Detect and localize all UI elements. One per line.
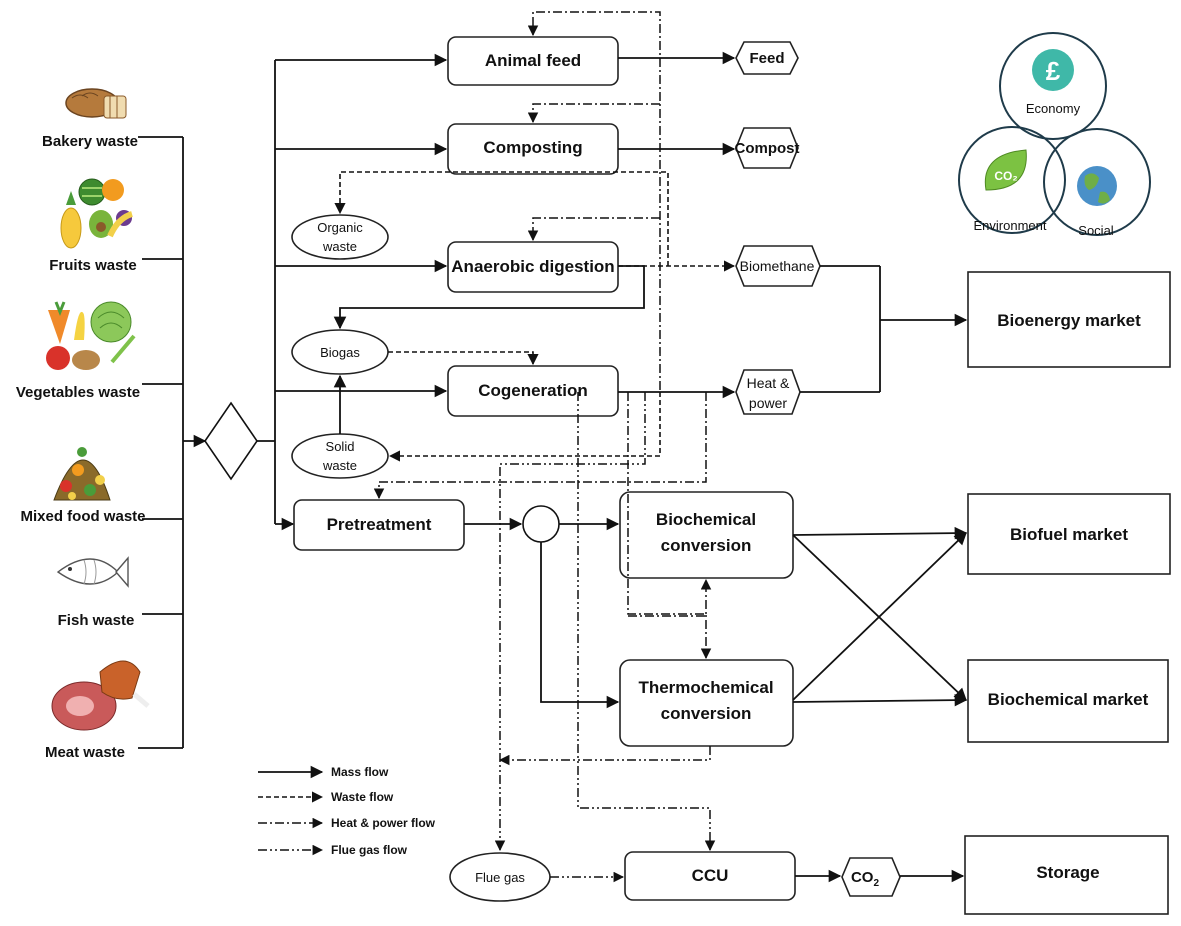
feed-hexagon (735, 41, 799, 75)
flue-gas-label: Flue gas (475, 870, 525, 885)
environment-label: Environment (974, 218, 1047, 233)
anaerobic-digestion-label: Anaerobic digestion (451, 257, 614, 276)
storage-label: Storage (1036, 863, 1099, 882)
fruits-icon (60, 178, 133, 249)
pretreatment-label: Pretreatment (327, 515, 432, 534)
cogeneration-label: Cogeneration (478, 381, 588, 400)
biochemical-market-label: Biochemical market (988, 690, 1149, 709)
mixed-food-icon (53, 447, 111, 501)
ccu-label: CCU (692, 866, 729, 885)
vegetables-icon (46, 301, 136, 370)
legend-mass-label: Mass flow (331, 765, 389, 779)
biofuel-market-box (967, 493, 1171, 575)
biochemical-conversion-label-1: Biochemical (656, 510, 756, 529)
decision-diamond (204, 401, 258, 481)
economy-label: Economy (1026, 101, 1081, 116)
legend-heat-label: Heat & power flow (331, 816, 436, 830)
input-label-mixed: Mixed food waste (20, 508, 145, 525)
bread-icon (65, 88, 127, 119)
mixing-node (522, 505, 560, 543)
organic-waste-ellipse (291, 214, 389, 260)
compost-hexagon (735, 127, 799, 169)
pretreatment-box (293, 499, 465, 551)
social-label: Social (1078, 223, 1114, 238)
input-collector-lines (138, 136, 207, 749)
pound-icon (1032, 49, 1074, 91)
bioenergy-market-label: Bioenergy market (997, 311, 1141, 330)
heat-power-flow-connectors (373, 11, 712, 660)
organic-waste-label-2: waste (322, 239, 357, 254)
feed-label: Feed (749, 50, 784, 67)
biochemical-market-box (967, 659, 1169, 743)
co2-label-main: CO (851, 869, 874, 886)
heat-power-hexagon (735, 369, 801, 415)
anaerobic-digestion-box (447, 241, 619, 293)
thermochemical-conversion-label-2: conversion (661, 704, 752, 723)
input-label-vegetables: Vegetables waste (16, 384, 140, 401)
storage-box (964, 835, 1169, 915)
legend: Mass flow Waste flow Heat & power flow F… (258, 765, 436, 857)
animal-feed-label: Animal feed (485, 51, 581, 70)
pound-icon-symbol: £ (1046, 56, 1061, 86)
legend-flue-label: Flue gas flow (331, 843, 408, 857)
input-label-meat: Meat waste (45, 744, 125, 761)
organic-waste-label-1: Organic (317, 220, 363, 235)
biofuel-market-label: Biofuel market (1010, 525, 1128, 544)
biochemical-conversion-box (619, 491, 794, 579)
compost-label: Compost (735, 140, 800, 157)
meat-icon (51, 660, 150, 731)
co2-label: CO2 (851, 869, 880, 889)
input-label-fish: Fish waste (58, 612, 135, 629)
co2-label-sub: 2 (873, 878, 879, 889)
distribution-lines (257, 53, 448, 531)
co2-hexagon (841, 857, 901, 897)
animal-feed-box (447, 36, 619, 86)
sustainability-venn: £ Economy CO₂ Environment Social (958, 32, 1151, 238)
biomethane-hexagon (735, 245, 821, 287)
biochemical-conversion-label-2: conversion (661, 536, 752, 555)
leaf-icon-badge: CO₂ (994, 169, 1017, 183)
bioenergy-market-box (967, 271, 1171, 368)
heat-power-label-2: power (749, 395, 787, 411)
thermochemical-conversion-box (619, 659, 794, 747)
input-label-bakery: Bakery waste (42, 133, 138, 150)
globe-icon (1077, 166, 1117, 206)
waste-flow-connectors (334, 171, 736, 462)
cogeneration-box (447, 365, 619, 417)
thermochemical-conversion-label-1: Thermochemical (638, 678, 773, 697)
leaf-icon: CO₂ (984, 149, 1027, 191)
solid-waste-label-1: Solid (326, 439, 355, 454)
biogas-label: Biogas (320, 345, 360, 360)
composting-label: Composting (483, 138, 582, 157)
flue-gas-flow-connectors (494, 392, 716, 883)
input-label-fruits: Fruits waste (49, 257, 137, 274)
solid-waste-label-2: waste (322, 458, 357, 473)
biomethane-label: Biomethane (740, 258, 815, 274)
mass-flow-connectors (333, 51, 968, 883)
fish-icon (56, 556, 129, 588)
legend-waste-label: Waste flow (331, 790, 394, 804)
heat-power-label-1: Heat & (747, 375, 790, 391)
